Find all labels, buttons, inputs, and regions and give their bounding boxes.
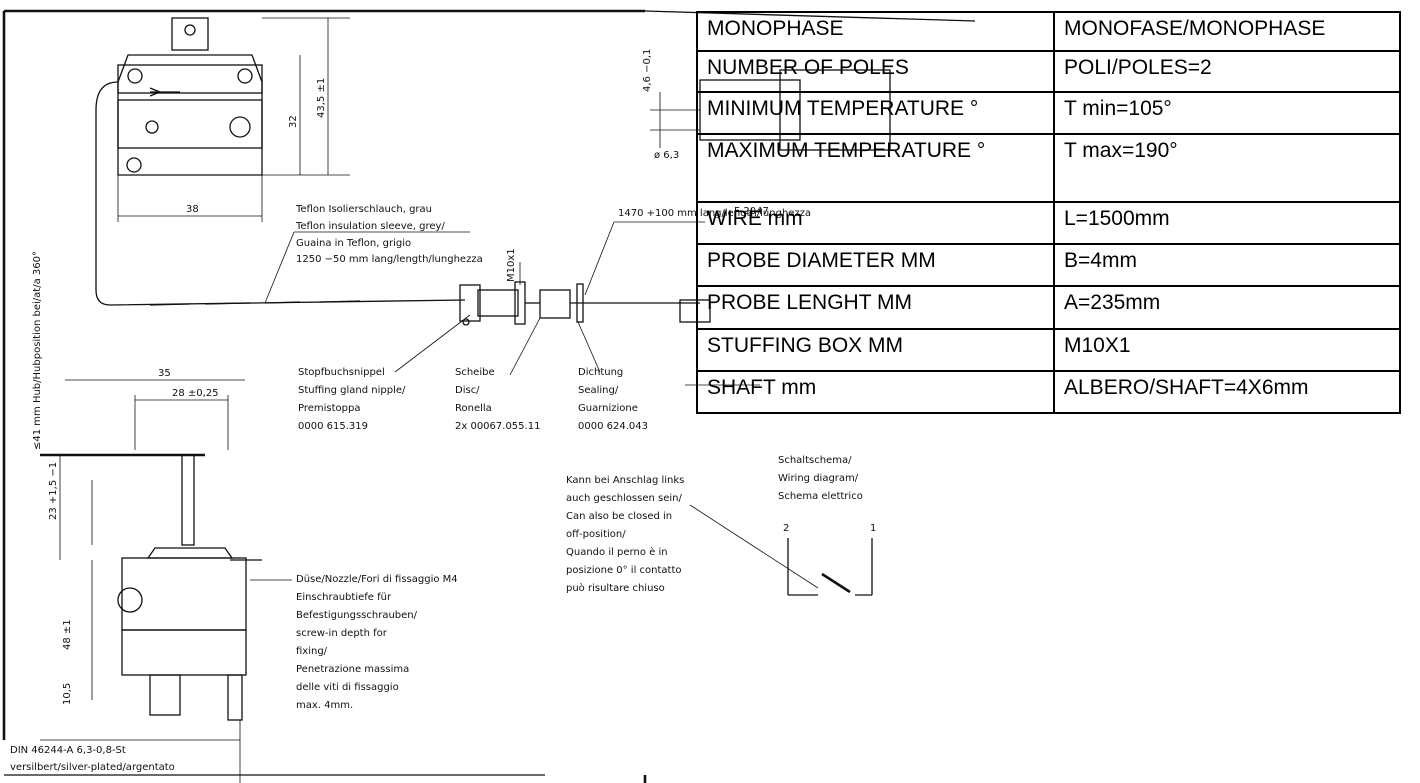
terminal-2: 2	[783, 523, 789, 534]
stuffing-line-4: 0000 615.319	[298, 421, 368, 432]
dim-10-5: 10,5	[62, 683, 73, 705]
disc-label: Scheibe Disc/ Ronella 2x 00067.055.11	[455, 367, 540, 432]
stuffing-line-1: Stopfbuchsnippel	[298, 367, 385, 378]
spec-table: MONOPHASE MONOFASE/MONOPHASE NUMBER OF P…	[696, 11, 1401, 414]
din-label: DIN 46244-A 6,3-0,8-St	[10, 745, 126, 756]
spec-value: A=235mm	[1053, 285, 1401, 330]
closed-line-6: posizione 0° il contatto	[566, 565, 682, 576]
disc-line-1: Scheibe	[455, 367, 495, 378]
spec-row-probe-length: PROBE LENGHT MM A=235mm	[696, 285, 1401, 330]
closed-line-2: auch geschlossen sein/	[566, 493, 682, 504]
wiring-line-1: Schaltschema/	[778, 455, 852, 466]
dim-43-5: 43,5 ±1	[316, 78, 327, 118]
spec-key: MONOPHASE	[696, 11, 1055, 52]
spec-key: MINIMUM TEMPERATURE °	[696, 91, 1055, 135]
wiring-diagram: Schaltschema/ Wiring diagram/ Schema ele…	[689, 455, 876, 596]
capillary-tube	[95, 81, 470, 306]
closed-line-7: può risultare chiuso	[566, 582, 665, 594]
nozzle-line-1: Düse/Nozzle/Fori di fissaggio M4	[296, 574, 458, 585]
spec-key: PROBE DIAMETER MM	[696, 243, 1055, 287]
closed-line-4: off-position/	[566, 529, 626, 540]
spec-row-wire: WIRE mm L=1500mm	[696, 201, 1401, 245]
dim-23: 23 +1,5 −1	[48, 462, 59, 520]
terminal-1: 1	[870, 523, 876, 534]
dim-38: 38	[186, 204, 199, 215]
seal-line-1: Dichtung	[578, 367, 623, 378]
spec-row-min-temp: MINIMUM TEMPERATURE ° T min=105°	[696, 91, 1401, 135]
dim-48: 48 ±1	[62, 619, 73, 650]
closed-line-3: Can also be closed in	[566, 511, 672, 522]
spec-key: WIRE mm	[696, 201, 1055, 245]
spec-row-probe-diameter: PROBE DIAMETER MM B=4mm	[696, 243, 1401, 287]
wiring-line-2: Wiring diagram/	[778, 473, 859, 484]
disc-line-4: 2x 00067.055.11	[455, 421, 540, 432]
spec-key: STUFFING BOX MM	[696, 328, 1055, 372]
nozzle-note: Düse/Nozzle/Fori di fissaggio M4 Einschr…	[296, 574, 458, 711]
teflon-line-1: Teflon Isolierschlauch, grau	[295, 204, 432, 215]
dim-32: 32	[288, 115, 299, 128]
spec-value: B=4mm	[1053, 243, 1401, 287]
dim-35: 35	[158, 368, 171, 379]
dim-28: 28 ±0,25	[172, 388, 219, 399]
dim-6-3: ø 6,3	[654, 150, 679, 161]
teflon-line-2: Teflon insulation sleeve, grey/	[295, 221, 445, 232]
nozzle-line-3: Befestigungsschrauben/	[296, 610, 418, 621]
spec-value: L=1500mm	[1053, 201, 1401, 245]
spec-value: ALBERO/SHAFT=4X6mm	[1053, 370, 1401, 414]
spec-value: M10X1	[1053, 328, 1401, 372]
spec-value: MONOFASE/MONOPHASE	[1053, 11, 1401, 52]
silver-plated-label: versilbert/silver-plated/argentato	[10, 762, 175, 773]
nozzle-line-2: Einschraubtiefe für	[296, 592, 392, 603]
closed-position-note: Kann bei Anschlag links auch geschlossen…	[566, 475, 684, 594]
spec-key: PROBE LENGHT MM	[696, 285, 1055, 330]
teflon-line-3: Guaina in Teflon, grigio	[296, 238, 411, 249]
nozzle-line-8: max. 4mm.	[296, 700, 353, 711]
seal-line-3: Guarnizione	[578, 403, 638, 414]
spec-value: T max=190°	[1053, 133, 1401, 203]
stuffing-gland-label: Stopfbuchsnippel Stuffing gland nipple/ …	[298, 367, 406, 432]
thermostat-side-view	[40, 379, 292, 783]
wiring-line-3: Schema elettrico	[778, 491, 863, 502]
spec-row-monophase: MONOPHASE MONOFASE/MONOPHASE	[696, 11, 1401, 52]
dim-m10x1: M10x1	[506, 248, 517, 282]
seal-line-2: Sealing/	[578, 385, 619, 396]
spec-key: NUMBER OF POLES	[696, 50, 1055, 93]
teflon-line-4: 1250 −50 mm lang/length/lunghezza	[296, 254, 483, 265]
teflon-note: Teflon Isolierschlauch, grau Teflon insu…	[295, 204, 483, 265]
nozzle-line-7: delle viti di fissaggio	[296, 682, 399, 693]
nozzle-line-4: screw-in depth for	[296, 628, 388, 639]
closed-line-1: Kann bei Anschlag links	[566, 475, 684, 486]
nozzle-line-6: Penetrazione massima	[296, 664, 409, 675]
rotation-note: ≤41 mm Hub/Hubposition bei/at/a 360°	[32, 251, 43, 450]
seal-line-4: 0000 624.043	[578, 421, 648, 432]
spec-row-stuffing-box: STUFFING BOX MM M10X1	[696, 328, 1401, 372]
stuffing-line-3: Premistoppa	[298, 403, 361, 414]
spec-row-shaft: SHAFT mm ALBERO/SHAFT=4X6mm	[696, 370, 1401, 414]
dim-4-6: 4,6 −0,1	[642, 49, 653, 92]
disc-line-3: Ronella	[455, 403, 492, 414]
spec-row-poles: NUMBER OF POLES POLI/POLES=2	[696, 50, 1401, 93]
disc-line-2: Disc/	[455, 385, 480, 396]
thermostat-top-view	[117, 17, 350, 222]
spec-row-max-temp: MAXIMUM TEMPERATURE ° T max=190°	[696, 133, 1401, 203]
spec-value: T min=105°	[1053, 91, 1401, 135]
spec-value: POLI/POLES=2	[1053, 50, 1401, 93]
fitting-assembly	[459, 221, 705, 326]
nozzle-line-5: fixing/	[296, 646, 328, 657]
sealing-label: Dichtung Sealing/ Guarnizione 0000 624.0…	[578, 367, 648, 432]
spec-key: SHAFT mm	[696, 370, 1055, 414]
spec-key: MAXIMUM TEMPERATURE °	[696, 133, 1055, 203]
closed-line-5: Quando il perno è in	[566, 546, 668, 558]
stuffing-line-2: Stuffing gland nipple/	[298, 385, 406, 396]
